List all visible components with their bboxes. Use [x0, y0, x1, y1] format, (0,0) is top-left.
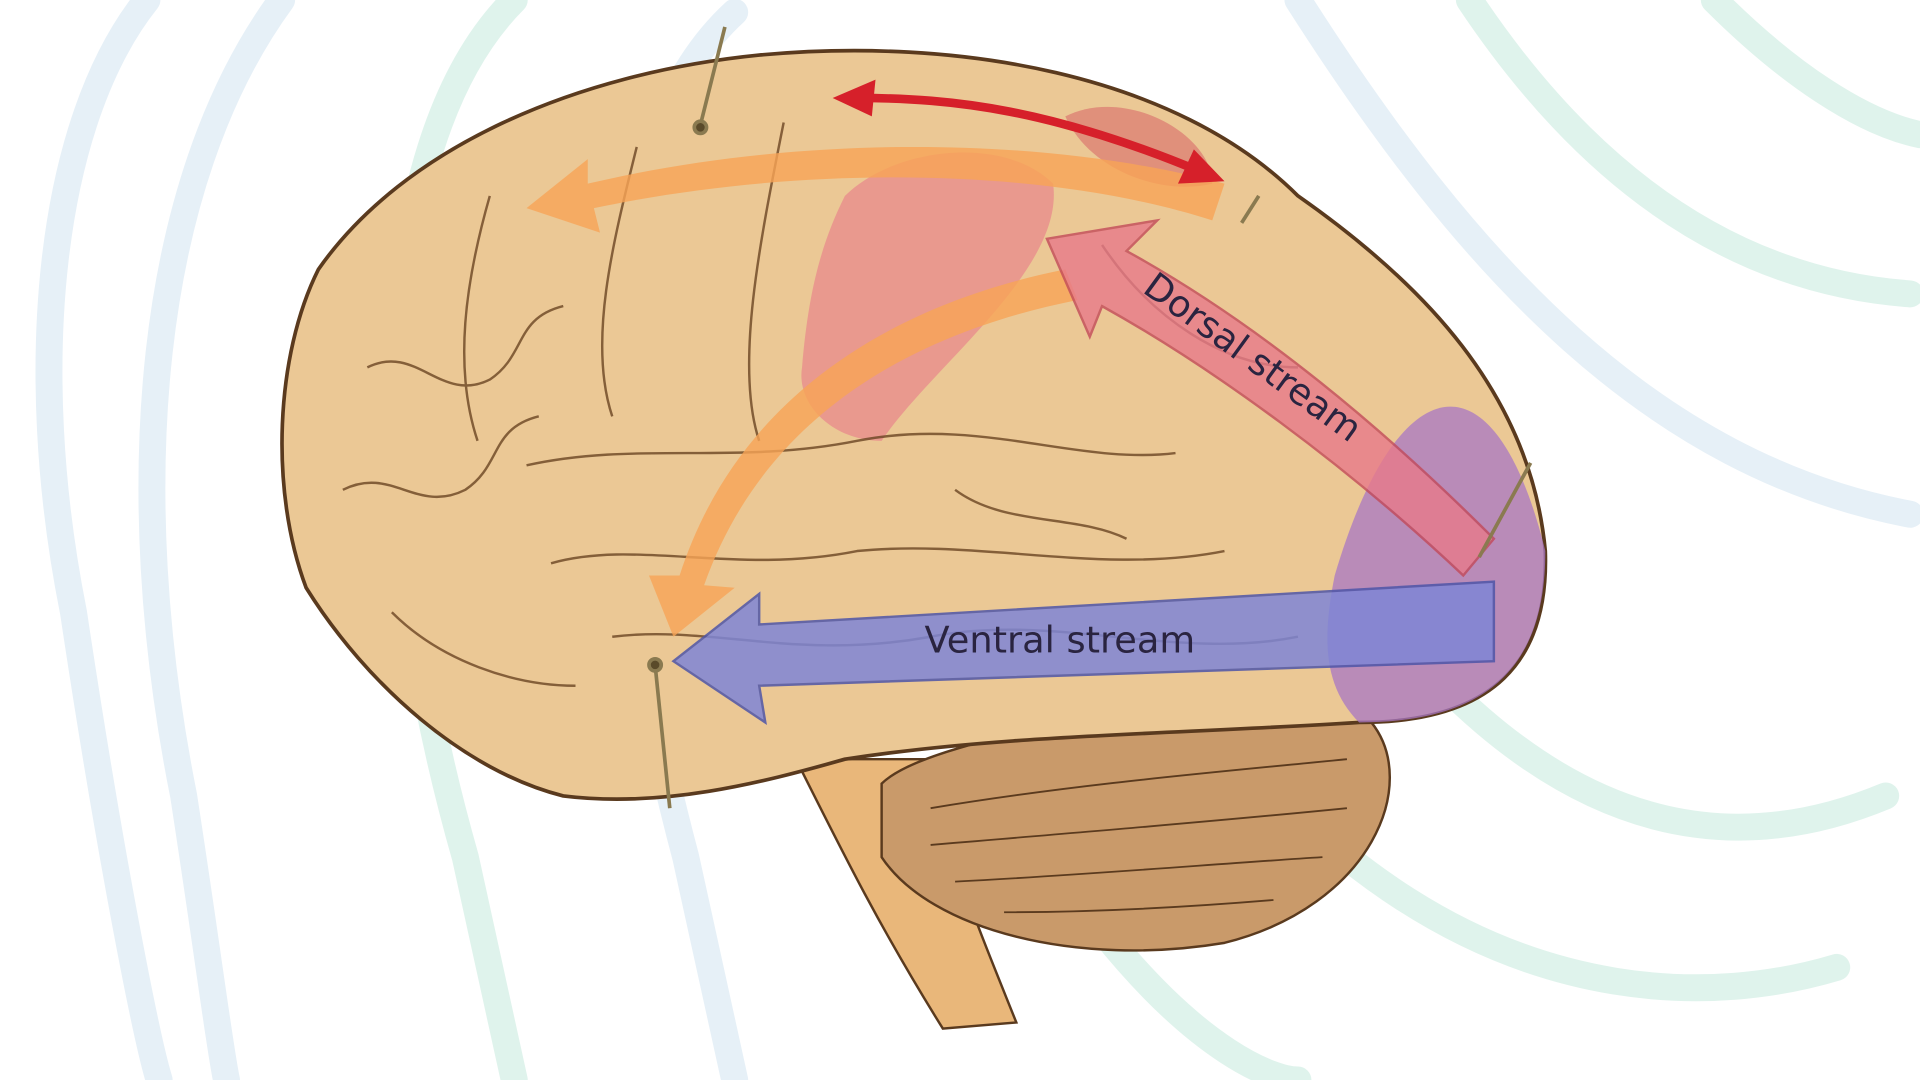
- orange-arrows: [526, 146, 1225, 637]
- ventral-stream-label: Ventral stream: [924, 619, 1195, 662]
- label-pointers: [647, 26, 1533, 809]
- descending-orange-arrow: [648, 269, 1078, 637]
- ventral-stream-arrow: Ventral stream: [671, 580, 1496, 726]
- red-double-arrow: [832, 79, 1225, 184]
- frontal-orange-arrow: [526, 146, 1225, 233]
